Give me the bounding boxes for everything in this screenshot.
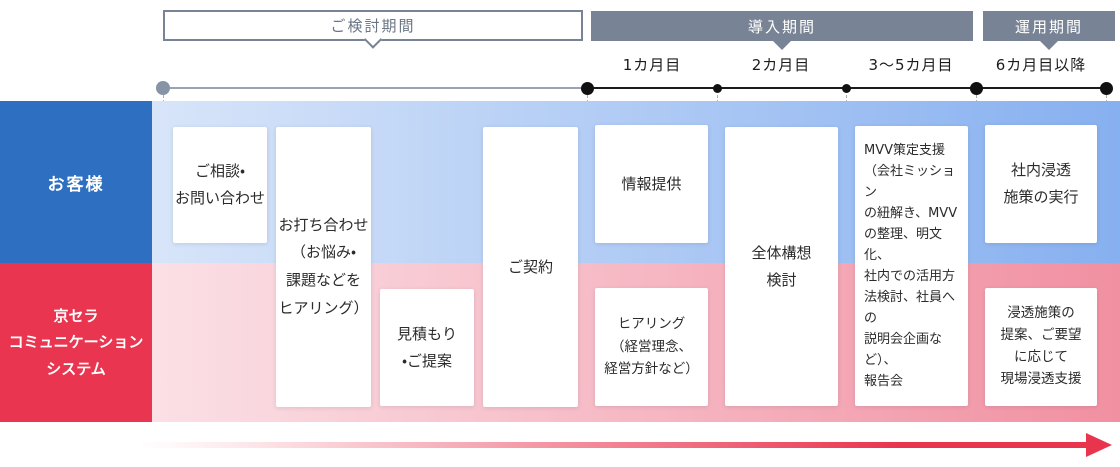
timeline-consideration-segment (163, 87, 587, 89)
card-text: 全体構想 検討 (751, 243, 812, 289)
card-text: 社内浸透 施策の実行 (1003, 161, 1079, 206)
card-internal-rollout: 社内浸透 施策の実行 (985, 125, 1097, 243)
triangle-down-icon (773, 41, 791, 50)
card-estimate: 見積もり ・ご提案 (380, 289, 474, 406)
period-header-introduction: 導入期間 (591, 11, 973, 50)
period-header-consideration: ご検討期間 (163, 10, 583, 49)
card-text: ご相談・ お問い合わせ (174, 162, 265, 207)
card-consultation: ご相談・ お問い合わせ (173, 127, 267, 243)
row-label-kccs: 京セラ コミュニケーション システム (0, 263, 152, 422)
timeline-dot (713, 84, 722, 93)
timeline-start-dot (156, 81, 170, 95)
card-text: ヒアリング （経営理念、 経営方針など） (604, 315, 699, 378)
timeline-dot (581, 82, 594, 95)
card-text: ご契約 (507, 257, 553, 276)
timeline-end-dot (1100, 82, 1113, 95)
card-text: MVV策定支援 （会社ミッション の紐解き、MVV の整理、明文化、 社内での活… (864, 142, 958, 390)
triangle-down-icon (1040, 41, 1058, 50)
card-text: 情報提供 (621, 174, 682, 193)
card-overall-concept: 全体構想 検討 (725, 127, 838, 406)
period-label: ご検討期間 (330, 17, 416, 35)
card-mvv-support: MVV策定支援 （会社ミッション の紐解き、MVV の整理、明文化、 社内での活… (855, 126, 968, 406)
month-label-4: 6カ月目以降 (995, 56, 1087, 74)
period-label: 導入期間 (747, 17, 816, 36)
card-penetration-support: 浸透施策の 提案、ご要望 に応じて 現場浸透支援 (985, 288, 1097, 406)
timeline-dot (842, 84, 851, 93)
month-label-1: 1カ月目 (622, 56, 682, 74)
month-label-2: 2カ月目 (751, 56, 811, 74)
card-contract: ご契約 (483, 127, 578, 407)
card-text: お打ち合わせ （お悩み・ 課題などを ヒアリング） (278, 215, 369, 317)
flow-arrow (140, 442, 1088, 448)
period-label: 運用期間 (1014, 17, 1083, 36)
card-text: 見積もり ・ご提案 (396, 324, 457, 370)
card-info-provision: 情報提供 (595, 125, 708, 243)
timeline-dot (970, 82, 983, 95)
row-label-customer: お客様 (0, 101, 152, 263)
month-label-3: 3〜5カ月目 (868, 56, 954, 74)
card-meeting: お打ち合わせ （お悩み・ 課題などを ヒアリング） (276, 127, 371, 407)
period-header-operation: 運用期間 (983, 11, 1115, 50)
card-text: 浸透施策の 提案、ご要望 に応じて 現場浸透支援 (1000, 305, 1082, 387)
card-hearing: ヒアリング （経営理念、 経営方針など） (595, 288, 708, 406)
flow-arrow-head-icon (1086, 433, 1112, 457)
